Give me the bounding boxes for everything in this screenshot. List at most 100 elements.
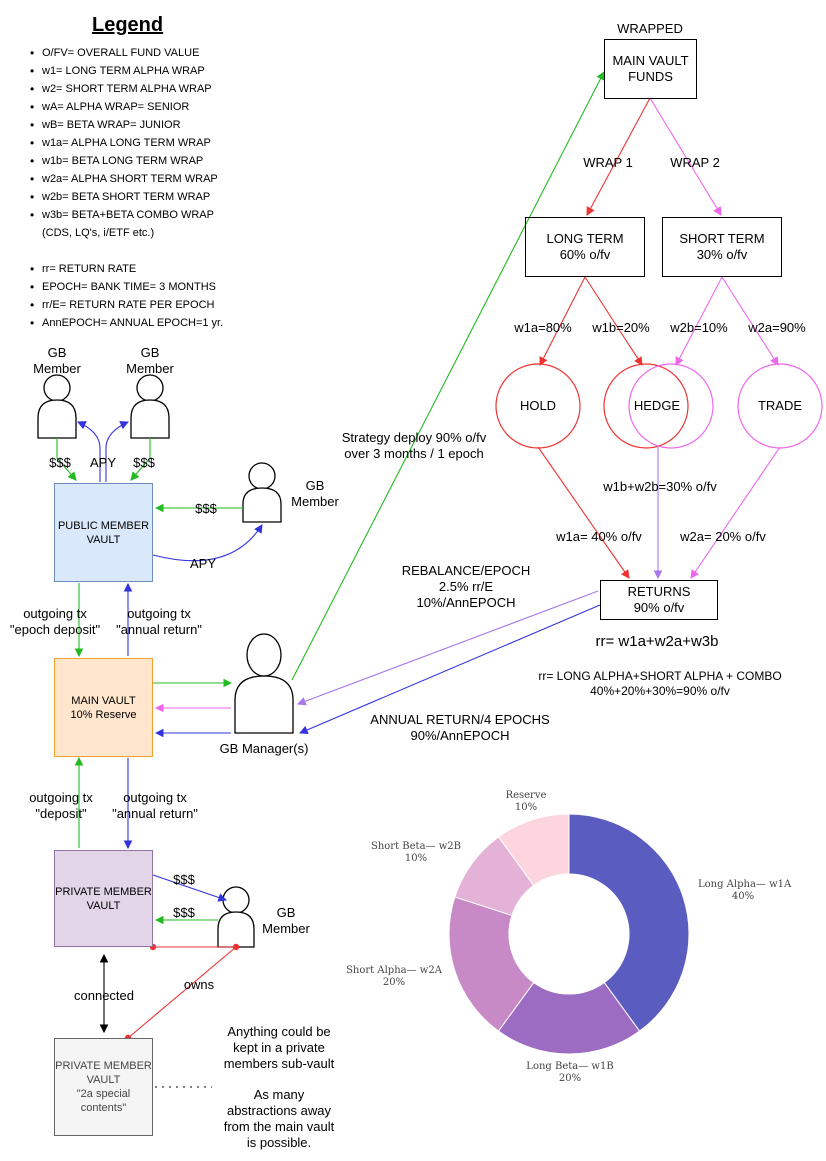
note-line: As many [253,1087,305,1102]
money-label: $$$ [173,872,195,887]
money-label: $$$ [195,501,217,516]
legend-item: w1b= BETA LONG TERM WRAP [30,152,223,170]
legend-item-text: w3b= BETA+BETA COMBO WRAP [42,209,214,221]
member-label: Member [291,494,339,509]
member-label: Member [33,361,81,376]
apy-label: APY [89,455,116,470]
public-vault-subtitle: VAULT [86,533,121,546]
legend-item: w1a= ALPHA LONG TERM WRAP [30,134,223,152]
wrap-2-label: WRAP 2 [670,155,720,170]
slice-name: Short Alpha— w2A [346,965,442,976]
hold-label: HOLD [519,398,557,413]
legend-item: rr= RETURN RATE [30,260,223,278]
gb-manager-label: GB Manager(s) [219,741,309,756]
rr-desc-line: rr= LONG ALPHA+SHORT ALPHA + COMBO [538,669,782,683]
strategy-line: over 3 months / 1 epoch [344,446,484,461]
sub-vault-contents-1: "2a special [76,1088,131,1100]
short-term-pct: 30% o/fv [696,247,748,262]
outgoing-tx: outgoing tx [29,790,93,805]
apy-label: APY [189,556,216,571]
rr-formula: rr= w1a+w2a+w3b [595,633,719,650]
legend-item-sub: (CDS, LQ's, i/ETF etc.) [42,227,155,239]
gb-member-icon-3 [242,462,282,523]
legend-item: EPOCH= BANK TIME= 3 MONTHS [30,278,223,296]
annual-return: "annual return" [112,806,198,821]
w2a-label: w2a=90% [748,320,806,335]
gb-label: GB [305,478,325,493]
note-line: from the main vault [223,1119,335,1134]
money-label: $$$ [133,455,155,470]
gb-label: GB [276,905,296,920]
money-label: $$$ [173,905,195,920]
right-tree-edges [537,97,781,580]
w1b-label: w1b=20% [592,320,650,335]
w1a-pct-label: w1a= 40% o/fv [556,529,642,544]
hold-circle [495,363,581,449]
outgoing-tx: outgoing tx [127,606,191,621]
rebalance-line: 10%/AnnEPOCH [416,595,516,610]
donut-slice-0 [568,813,690,1032]
wrapped-label: WRAPPED [617,21,683,36]
slice-pct: 40% [731,891,755,902]
donut-slice-4 [497,813,570,887]
note-line: members sub-vault [223,1056,335,1071]
note-line: abstractions away [226,1103,332,1118]
legend-item: w3b= BETA+BETA COMBO WRAP (CDS, LQ's, i/E… [30,206,223,242]
allocation-donut [448,813,690,1055]
w1b-w2b-label: w1b+w2b=30% o/fv [603,479,717,494]
w2a-pct-label: w2a= 20% o/fv [680,529,766,544]
slice-pct: 10% [514,802,538,813]
public-vault-title: PUBLIC MEMBER [57,519,150,532]
legend-item: wA= ALPHA WRAP= SENIOR [30,98,223,116]
legend-item: w2= SHORT TERM ALPHA WRAP [30,80,223,98]
strategy-line: Strategy deploy 90% o/fv [341,430,487,445]
legend-title: Legend [92,14,164,36]
note-line: Anything could be [227,1024,331,1039]
annual-return: "annual return" [116,622,202,637]
member-label: Member [126,361,174,376]
legend-item: O/FV= OVERALL FUND VALUE [30,44,223,62]
deposit-label: outgoing tx"deposit" [14,790,108,822]
returns-pct: 90% o/fv [633,600,685,615]
annual-return-label-2: outgoing tx"annual return" [100,790,210,822]
deposit: "deposit" [35,806,87,821]
sub-vault-contents-2: contents" [80,1102,127,1114]
hedge-label: HEDGE [633,398,681,413]
main-funds-subtitle: FUNDS [628,69,673,84]
left-flow-edges [56,71,605,1088]
slice-pct: 20% [558,1073,582,1084]
owns-label: owns [183,977,215,992]
money-label: $$$ [49,455,71,470]
outgoing-tx: outgoing tx [23,606,87,621]
trade-label: TRADE [757,398,803,413]
gb-member-icon-1 [37,374,77,439]
donut-slice-2 [448,896,535,1032]
trade-circle [737,363,823,449]
gb-label: GB [47,345,67,360]
gb-manager-icon [234,633,294,734]
legend-item: wB= BETA WRAP= JUNIOR [30,116,223,134]
hedge-circle-beta [628,363,714,449]
wrap-1-label: WRAP 1 [583,155,633,170]
hedge-circle-alpha [603,363,689,449]
